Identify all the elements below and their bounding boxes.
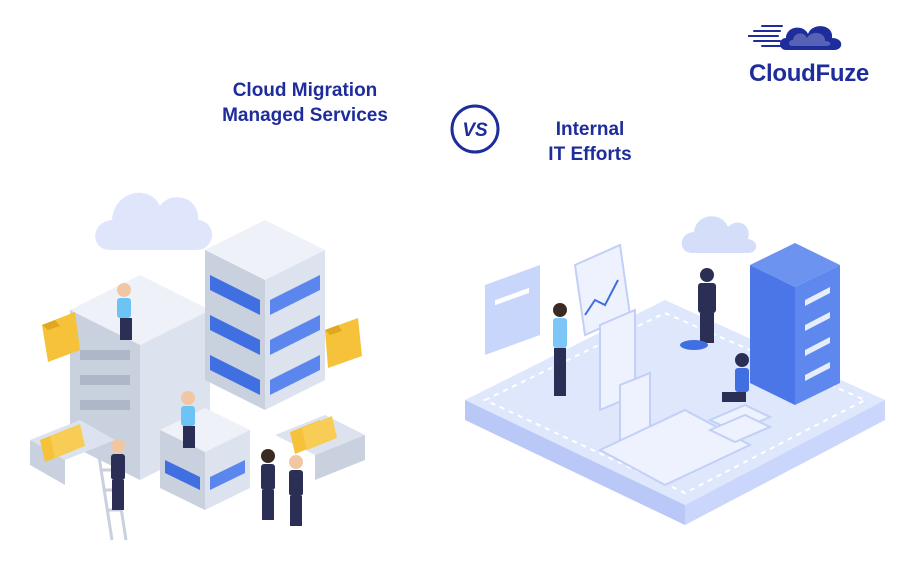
internal-it-illustration (460, 205, 890, 545)
server-rack-icon (205, 220, 325, 410)
right-title-line1: Internal (555, 119, 625, 140)
brand-name: CloudFuze (749, 60, 869, 87)
person-icon (261, 449, 275, 520)
folder-icon (275, 415, 365, 480)
person-icon (181, 391, 195, 448)
cloud-icon (95, 192, 213, 250)
books-icon (707, 403, 773, 444)
person-icon (553, 303, 567, 396)
folder-icon (30, 420, 115, 485)
folder-icon (42, 312, 80, 362)
left-title-line2: Managed Services (222, 105, 388, 126)
cloudfuze-logo-icon (747, 14, 858, 58)
folder-icon (325, 318, 362, 368)
person-icon (680, 268, 716, 350)
person-icon (722, 353, 749, 402)
managed-services-illustration (20, 150, 380, 550)
person-icon (117, 283, 132, 340)
right-title-line2: IT Efforts (548, 144, 632, 165)
right-title: Internal IT Efforts (510, 117, 670, 167)
left-title: Cloud Migration Managed Services (190, 78, 420, 128)
left-title-line1: Cloud Migration (232, 80, 378, 101)
person-icon (289, 455, 303, 526)
document-panel-icon (599, 308, 651, 449)
document-panel-icon (485, 265, 540, 355)
vs-badge-icon: VS (449, 103, 501, 155)
server-rack-icon (160, 408, 250, 510)
cloud-icon (681, 216, 757, 253)
vs-text: VS (462, 120, 488, 141)
server-rack-icon (750, 243, 840, 405)
person-icon (111, 439, 125, 510)
